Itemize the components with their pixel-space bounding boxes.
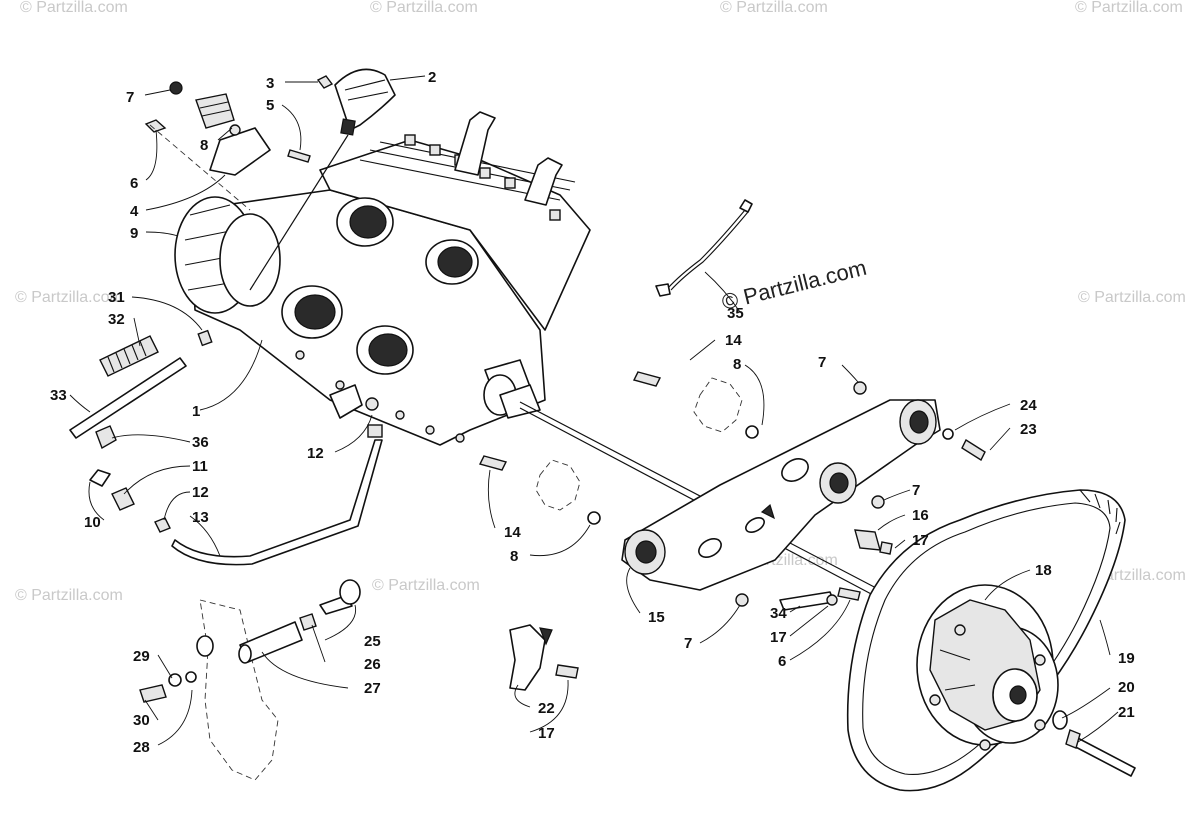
oil-line-lower	[89, 424, 383, 566]
callout-label: 8	[200, 137, 208, 154]
bracket-22	[509, 624, 579, 691]
callout-label: 5	[266, 97, 274, 114]
callout-label: 7	[818, 354, 826, 371]
callout-label: 13	[192, 509, 209, 526]
bolt-23	[961, 438, 986, 462]
callout-label: 11	[192, 458, 208, 475]
crankcase-bolts	[295, 350, 465, 443]
handle-bracket	[144, 81, 311, 211]
callout-label: 24	[1020, 397, 1037, 414]
watermark: © Partzilla.com	[1078, 289, 1186, 306]
callout-label: 7	[684, 635, 692, 652]
callout-label: 26	[364, 656, 381, 673]
callout-label: 14	[725, 332, 742, 349]
callout-label: 19	[1118, 650, 1135, 667]
recoil-starter	[174, 196, 281, 314]
leader-lines	[69, 75, 1119, 746]
callout-label: 12	[307, 445, 324, 462]
watermark: © Partzilla.com	[372, 577, 480, 594]
callout-label: 34	[770, 605, 787, 622]
watermark: © Partzilla.com	[20, 0, 128, 16]
callout-label: 28	[133, 739, 150, 756]
oil-hose-upper	[69, 329, 213, 439]
callout-label: 18	[1035, 562, 1052, 579]
watermark: © Partzilla.com	[15, 289, 123, 306]
callout-label: 9	[130, 225, 138, 242]
callout-label: 21	[1118, 704, 1135, 721]
callout-label: 30	[133, 712, 150, 729]
ratchet-plates	[478, 371, 759, 525]
watermark: © Partzilla.com	[720, 0, 828, 16]
callout-label: 2	[428, 69, 436, 86]
callout-label: 17	[912, 532, 929, 549]
callout-label: 6	[130, 175, 138, 192]
callout-label: 15	[648, 609, 665, 626]
callout-label: 29	[133, 648, 150, 665]
mount-plate	[621, 381, 941, 607]
callout-label: 20	[1118, 679, 1135, 696]
ground-wire	[655, 199, 753, 297]
callout-label: 7	[912, 482, 920, 499]
bracket-16	[854, 529, 881, 551]
lower-bracket-plate	[139, 579, 361, 781]
watermark: © Partzilla.com	[370, 0, 478, 16]
callout-label: 33	[50, 387, 67, 404]
callout-label: 35	[727, 305, 744, 322]
callout-label: 8	[733, 356, 741, 373]
callout-label: 7	[126, 89, 134, 106]
callout-label: 17	[770, 629, 787, 646]
watermark: © Partzilla.com	[15, 587, 123, 604]
cable-clip	[316, 75, 334, 89]
callout-label: 3	[266, 75, 274, 92]
callout-label: 22	[538, 700, 555, 717]
callout-label: 10	[84, 514, 101, 531]
callout-label: 12	[192, 484, 209, 501]
callout-label: 17	[538, 725, 555, 742]
callout-label: 6	[778, 653, 786, 670]
washer-24	[942, 428, 954, 440]
callout-label: 4	[130, 203, 139, 220]
callout-label: 25	[364, 633, 381, 650]
callout-label: 23	[1020, 421, 1037, 438]
clutch-bolt	[1052, 710, 1136, 777]
drive-clutch	[916, 584, 1059, 751]
watermark: © Partzilla.com	[1075, 0, 1183, 16]
callout-label: 14	[504, 524, 521, 541]
callout-label: 36	[192, 434, 209, 451]
starter-handle	[249, 68, 396, 291]
callout-label: 1	[192, 403, 200, 420]
callout-labels: 7 3 2 5 8 6 4 9 31 32 33 1 36 11 12 10 1…	[50, 69, 1135, 756]
callout-label: 31	[108, 289, 125, 306]
intake-ports	[281, 197, 479, 375]
callout-label: 16	[912, 507, 929, 524]
callout-label: 32	[108, 311, 125, 328]
callout-label: 8	[510, 548, 518, 565]
callout-label: 27	[364, 680, 381, 697]
